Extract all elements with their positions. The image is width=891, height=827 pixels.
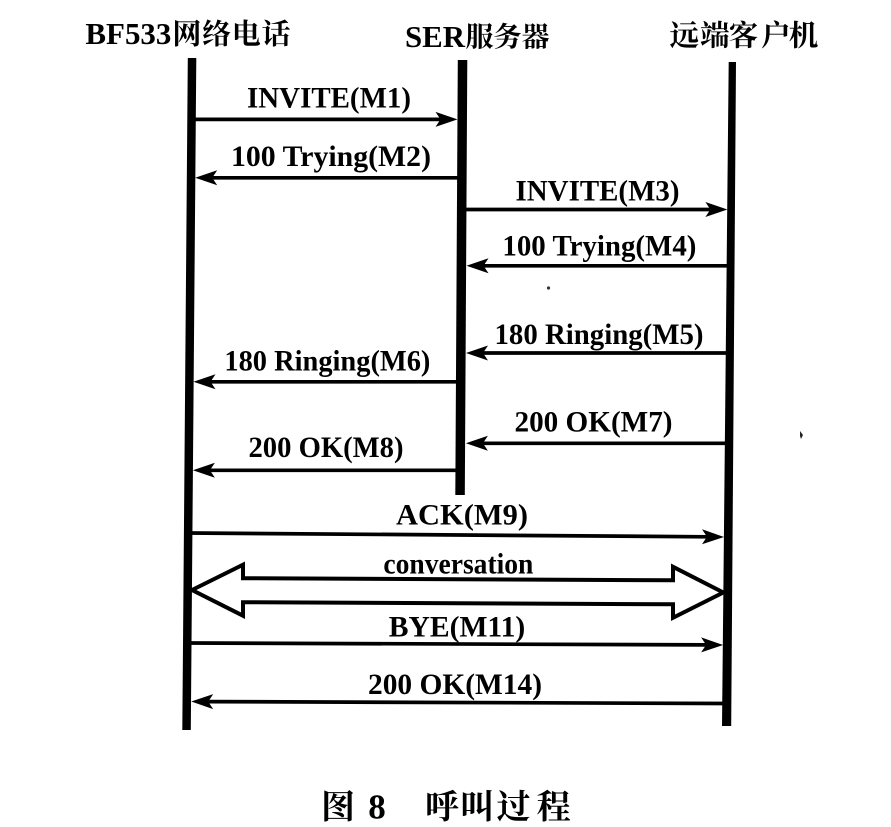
svg-text:BF533: BF533 bbox=[85, 16, 171, 51]
svg-text:INVITE(M3): INVITE(M3) bbox=[516, 175, 680, 208]
svg-text:SER: SER bbox=[405, 19, 466, 54]
svg-text:INVITE(M1): INVITE(M1) bbox=[247, 81, 411, 114]
svg-text:180 Ringing(M5): 180 Ringing(M5) bbox=[495, 318, 704, 351]
svg-text:BYE(M11): BYE(M11) bbox=[389, 611, 526, 644]
svg-text:8: 8 bbox=[368, 788, 386, 823]
svg-text:200 OK(M8): 200 OK(M8) bbox=[249, 431, 404, 464]
svg-text:100 Trying(M2): 100 Trying(M2) bbox=[231, 140, 431, 173]
svg-text:180 Ringing(M6): 180 Ringing(M6) bbox=[224, 345, 430, 378]
svg-text:100 Trying(M4): 100 Trying(M4) bbox=[502, 230, 696, 263]
svg-text:ACK(M9): ACK(M9) bbox=[396, 498, 528, 531]
svg-text:200 OK(M7): 200 OK(M7) bbox=[515, 406, 673, 439]
svg-text:200 OK(M14): 200 OK(M14) bbox=[368, 668, 542, 701]
svg-text:conversation: conversation bbox=[383, 547, 533, 580]
